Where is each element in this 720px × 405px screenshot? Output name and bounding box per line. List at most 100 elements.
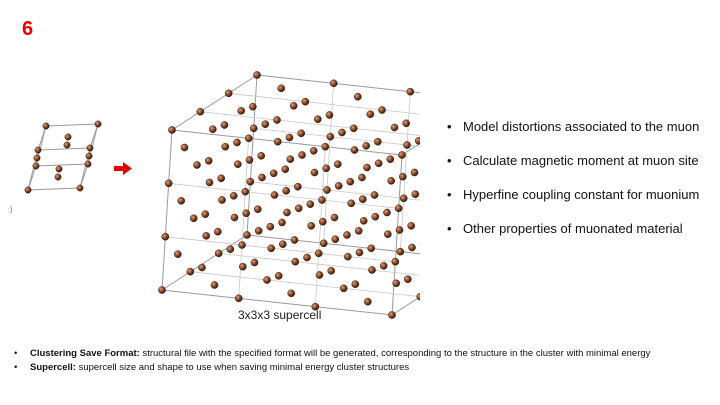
atom <box>186 267 195 276</box>
atom <box>291 257 300 266</box>
atom <box>229 191 238 200</box>
atom <box>402 119 411 128</box>
atom <box>220 121 229 129</box>
atom <box>326 132 335 141</box>
atom <box>331 235 340 243</box>
atom <box>85 152 93 160</box>
atom <box>297 129 306 138</box>
bullet-item: Other properties of muonated material <box>447 220 712 238</box>
atom <box>267 244 276 253</box>
atom <box>394 204 403 213</box>
atom <box>398 151 406 159</box>
slide-number: 6 <box>22 18 34 40</box>
atom <box>241 187 250 196</box>
atom <box>311 302 320 311</box>
atom <box>323 186 331 194</box>
atom <box>250 258 259 267</box>
cell-grid-line <box>314 146 326 307</box>
atom <box>350 146 359 154</box>
atom <box>309 147 318 155</box>
cell-edge <box>256 74 420 94</box>
atom <box>338 128 346 137</box>
atom <box>76 184 84 192</box>
atom <box>399 194 408 203</box>
cell-edge <box>161 234 248 291</box>
atom <box>371 212 380 221</box>
atom <box>278 218 286 227</box>
atom <box>347 199 356 208</box>
atom <box>158 286 166 294</box>
cell-grid-line <box>168 182 399 209</box>
atom <box>358 173 366 182</box>
note-text: supercell size and shape to use when sav… <box>75 362 410 373</box>
atom <box>261 120 270 128</box>
atom <box>359 216 368 225</box>
atom <box>263 276 271 284</box>
atom <box>395 226 404 234</box>
atom <box>321 142 330 151</box>
cell-grid-line <box>253 127 420 147</box>
atom <box>193 161 201 169</box>
atom <box>246 177 255 186</box>
atom <box>210 281 219 289</box>
atom <box>173 250 182 258</box>
atom <box>403 275 412 283</box>
atom <box>294 204 303 213</box>
atom <box>334 182 343 190</box>
atom <box>266 222 275 231</box>
atom <box>283 208 291 217</box>
note-item: Clustering Save Format: structural file … <box>12 348 702 360</box>
atom <box>396 247 405 256</box>
bullet-item: Hyperfine coupling constant for muonium <box>447 186 712 204</box>
atom <box>55 165 63 173</box>
atom <box>84 160 92 168</box>
atom <box>391 257 400 266</box>
atom <box>164 179 173 188</box>
atom <box>354 226 363 235</box>
atom <box>318 196 326 204</box>
cell-edge <box>391 296 420 316</box>
atom <box>314 249 323 258</box>
supercell-diagram <box>158 71 420 319</box>
atom <box>301 97 310 106</box>
atom <box>54 173 62 181</box>
atom <box>238 241 246 249</box>
atom <box>416 292 420 301</box>
atom <box>349 124 358 133</box>
atom <box>248 102 257 111</box>
cell-grid-line <box>323 83 335 244</box>
atom <box>86 144 94 152</box>
arrow-icon <box>114 162 132 175</box>
atom <box>208 125 217 133</box>
atom <box>273 137 282 146</box>
cell-edge <box>45 123 99 127</box>
atom <box>410 168 419 177</box>
atom <box>189 214 198 223</box>
note-text: structural file with the specified forma… <box>139 348 651 359</box>
atom <box>270 191 279 199</box>
atom <box>370 191 379 199</box>
atom <box>403 141 411 149</box>
atom <box>325 111 334 119</box>
note-item: Supercell: supercell size and shape to u… <box>12 362 702 374</box>
cell-edge <box>161 289 393 316</box>
bullet-item: Model distortions associated to the muon <box>447 118 712 136</box>
atom <box>387 177 396 185</box>
atom <box>373 137 382 146</box>
atom <box>307 221 316 230</box>
cell-grid-line <box>228 92 420 115</box>
atom <box>406 87 415 96</box>
crystal-figure: :) <box>8 71 420 319</box>
atom <box>290 236 299 244</box>
unit-cell-diagram <box>24 120 102 194</box>
atom <box>353 92 362 101</box>
atom <box>355 248 364 257</box>
property-list: Model distortions associated to the muon… <box>447 118 712 254</box>
atom <box>319 239 328 248</box>
note-term: Clustering Save Format: <box>30 348 140 359</box>
atom <box>180 143 189 152</box>
atom <box>343 252 352 261</box>
cell-edge <box>161 129 173 291</box>
atom <box>277 84 286 93</box>
atom <box>201 210 210 218</box>
